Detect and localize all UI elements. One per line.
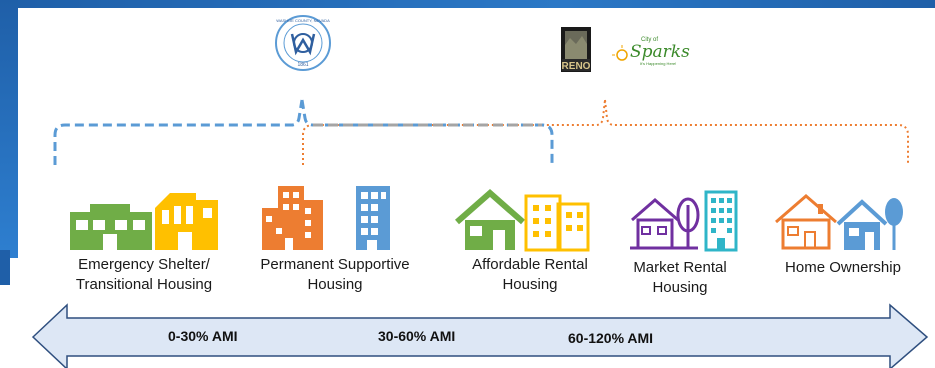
washoe-seal-top-text: WASHOE COUNTY, NEVADA <box>276 18 330 23</box>
ami-range-60-120: 60-120% AMI <box>568 330 654 346</box>
category-label-line1: Market Rental <box>633 259 727 276</box>
reno-logo-text: RENO <box>562 61 591 72</box>
left-accent-tail <box>0 250 10 285</box>
washoe-county-seal <box>275 15 331 71</box>
market-rental-house-icon <box>630 197 700 250</box>
category-label-market-rental: Market Rental Housing <box>620 258 740 298</box>
permanent-supportive-housing-icon <box>262 186 323 250</box>
home-ownership-house-icon <box>836 198 903 250</box>
category-label-line1: Permanent Supportive <box>260 256 410 273</box>
ami-range-arrow <box>31 303 929 368</box>
category-label-emergency-shelter: Emergency Shelter/ Transitional Housing <box>52 255 236 295</box>
top-accent-bar <box>0 0 935 8</box>
sparks-logo-tagline: It's Happening Here! <box>640 61 676 66</box>
left-accent-bar <box>0 0 18 258</box>
washoe-seal-year: 1861 <box>297 62 308 68</box>
home-ownership-outline-house-icon <box>775 194 837 250</box>
reno-logo <box>561 27 591 72</box>
sparks-logo <box>612 45 628 61</box>
category-label-affordable-rental: Affordable Rental Housing <box>455 255 605 295</box>
category-label-permanent-supportive: Permanent Supportive Housing <box>245 255 425 295</box>
city-bracket <box>302 99 909 165</box>
ami-range-30-60: 30-60% AMI <box>378 328 456 344</box>
category-label-line2: Transitional Housing <box>75 276 213 293</box>
ami-range-0-30: 0-30% AMI <box>168 328 238 344</box>
category-label-line1: Emergency Shelter/ <box>78 256 210 273</box>
category-label-line2: Housing <box>652 279 708 296</box>
category-label-line2: Housing <box>307 276 363 293</box>
category-label-line1: Affordable Rental <box>472 256 588 273</box>
sparks-logo-name: Sparks <box>630 42 690 62</box>
county-bracket <box>53 99 554 165</box>
apartment-tower-icon <box>356 186 390 250</box>
affordable-apartments-icon <box>524 194 590 252</box>
category-label-line2: Housing <box>502 276 558 293</box>
category-label-line1: Home Ownership <box>785 259 901 276</box>
transitional-housing-icon <box>155 193 218 250</box>
sparks-logo-city: City of <box>641 37 658 43</box>
emergency-shelter-icon <box>70 204 152 250</box>
affordable-house-icon <box>455 189 525 250</box>
market-rental-tower-icon <box>704 190 738 252</box>
category-label-home-ownership: Home Ownership <box>768 258 918 278</box>
